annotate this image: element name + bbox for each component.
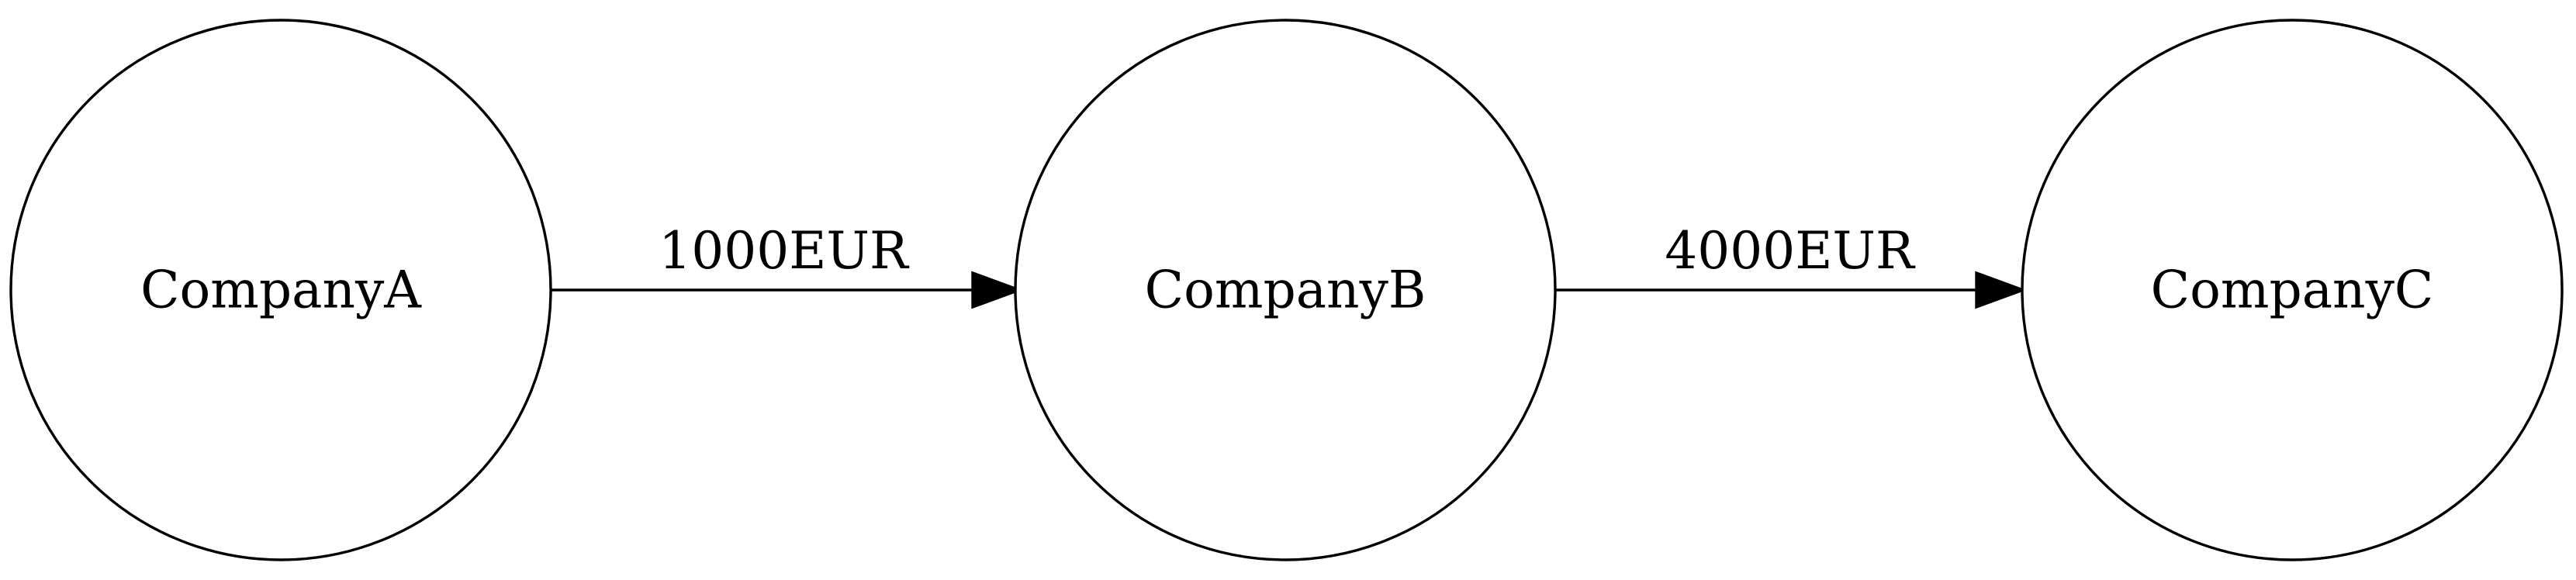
node-label: CompanyC — [2151, 261, 2434, 320]
node-company-b: CompanyB — [1014, 19, 1557, 561]
arrowhead-icon — [971, 271, 1023, 309]
node-label: CompanyA — [140, 261, 422, 320]
arrowhead-icon — [1975, 271, 2027, 309]
node-label: CompanyB — [1145, 261, 1426, 320]
edge-label-a-b: 1000EUR — [659, 221, 910, 281]
node-company-a: CompanyA — [9, 19, 552, 561]
node-circle — [2021, 19, 2564, 561]
edge-a-to-b: 1000EUR — [549, 221, 1023, 309]
node-company-c: CompanyC — [2021, 19, 2564, 561]
node-circle — [1014, 19, 1557, 561]
edge-label-b-c: 4000EUR — [1665, 221, 1916, 281]
edge-b-to-c: 4000EUR — [1556, 221, 2027, 309]
node-circle — [9, 19, 552, 561]
